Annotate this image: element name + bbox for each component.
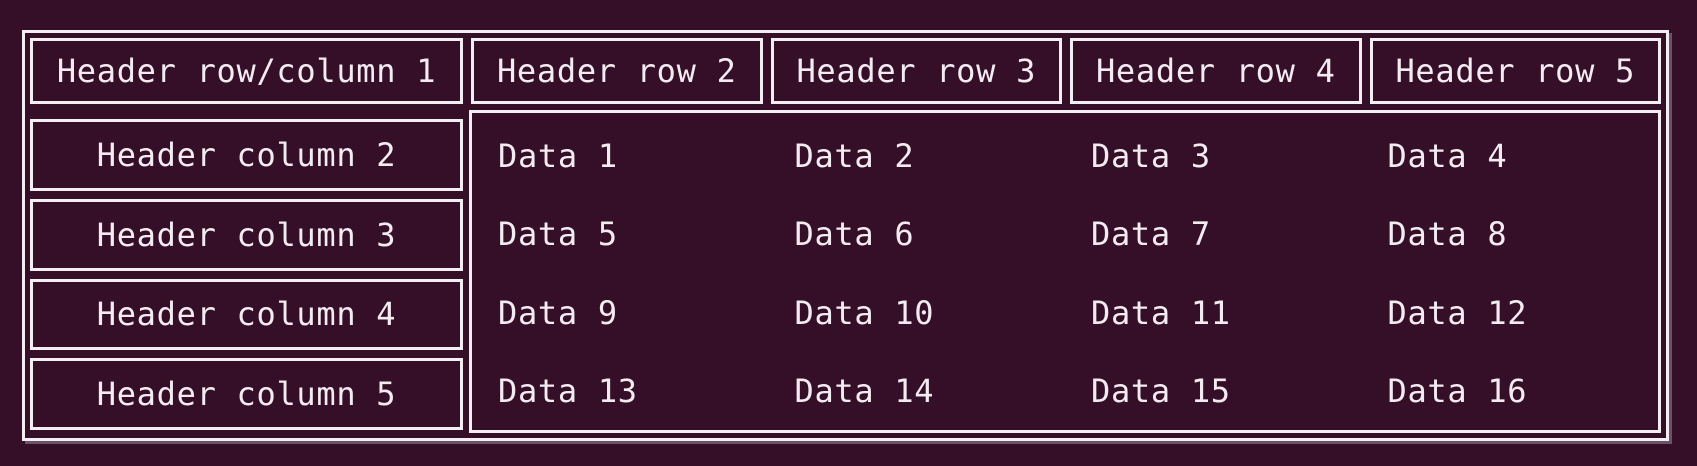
- data-cell: Data 14: [794, 371, 935, 410]
- data-cell: Data 12: [1387, 293, 1528, 332]
- data-region: Data 1 Data 2 Data 3 Data 4 Data 5 Data …: [469, 110, 1661, 433]
- data-cell: Data 16: [1387, 371, 1528, 410]
- data-cell: Data 3: [1091, 137, 1211, 176]
- corner-header-cell: Header row/column 1: [30, 38, 463, 104]
- data-cell: Data 11: [1091, 293, 1231, 332]
- row-header-cell: Header column 4: [30, 278, 463, 351]
- row-header-column: Header column 2 Header column 3 Header c…: [30, 110, 463, 433]
- data-cell: Data 1: [498, 137, 618, 176]
- data-cell: Data 5: [498, 215, 618, 254]
- data-cell: Data 2: [794, 137, 915, 176]
- data-cell: Data 13: [498, 371, 638, 410]
- data-cell: Data 7: [1091, 215, 1211, 254]
- data-cell: Data 4: [1387, 137, 1508, 176]
- table-header-row: Header row/column 1 Header row 2 Header …: [30, 38, 1661, 104]
- row-header-cell: Header column 2: [30, 119, 463, 191]
- data-cell: Data 10: [794, 293, 935, 332]
- column-header-cell: Header row 2: [471, 38, 763, 104]
- data-table: Header row/column 1 Header row 2 Header …: [22, 30, 1669, 441]
- column-header-cell: Header row 3: [770, 38, 1062, 104]
- column-header-cell: Header row 4: [1070, 38, 1362, 104]
- table-body: Header column 2 Header column 3 Header c…: [30, 110, 1661, 433]
- row-header-cell: Header column 3: [30, 198, 463, 271]
- data-cell: Data 6: [794, 215, 915, 254]
- data-cell: Data 8: [1387, 215, 1508, 254]
- row-header-cell: Header column 5: [30, 358, 463, 430]
- data-cell: Data 9: [498, 293, 618, 332]
- column-header-cell: Header row 5: [1369, 38, 1661, 104]
- data-cell: Data 15: [1091, 371, 1231, 410]
